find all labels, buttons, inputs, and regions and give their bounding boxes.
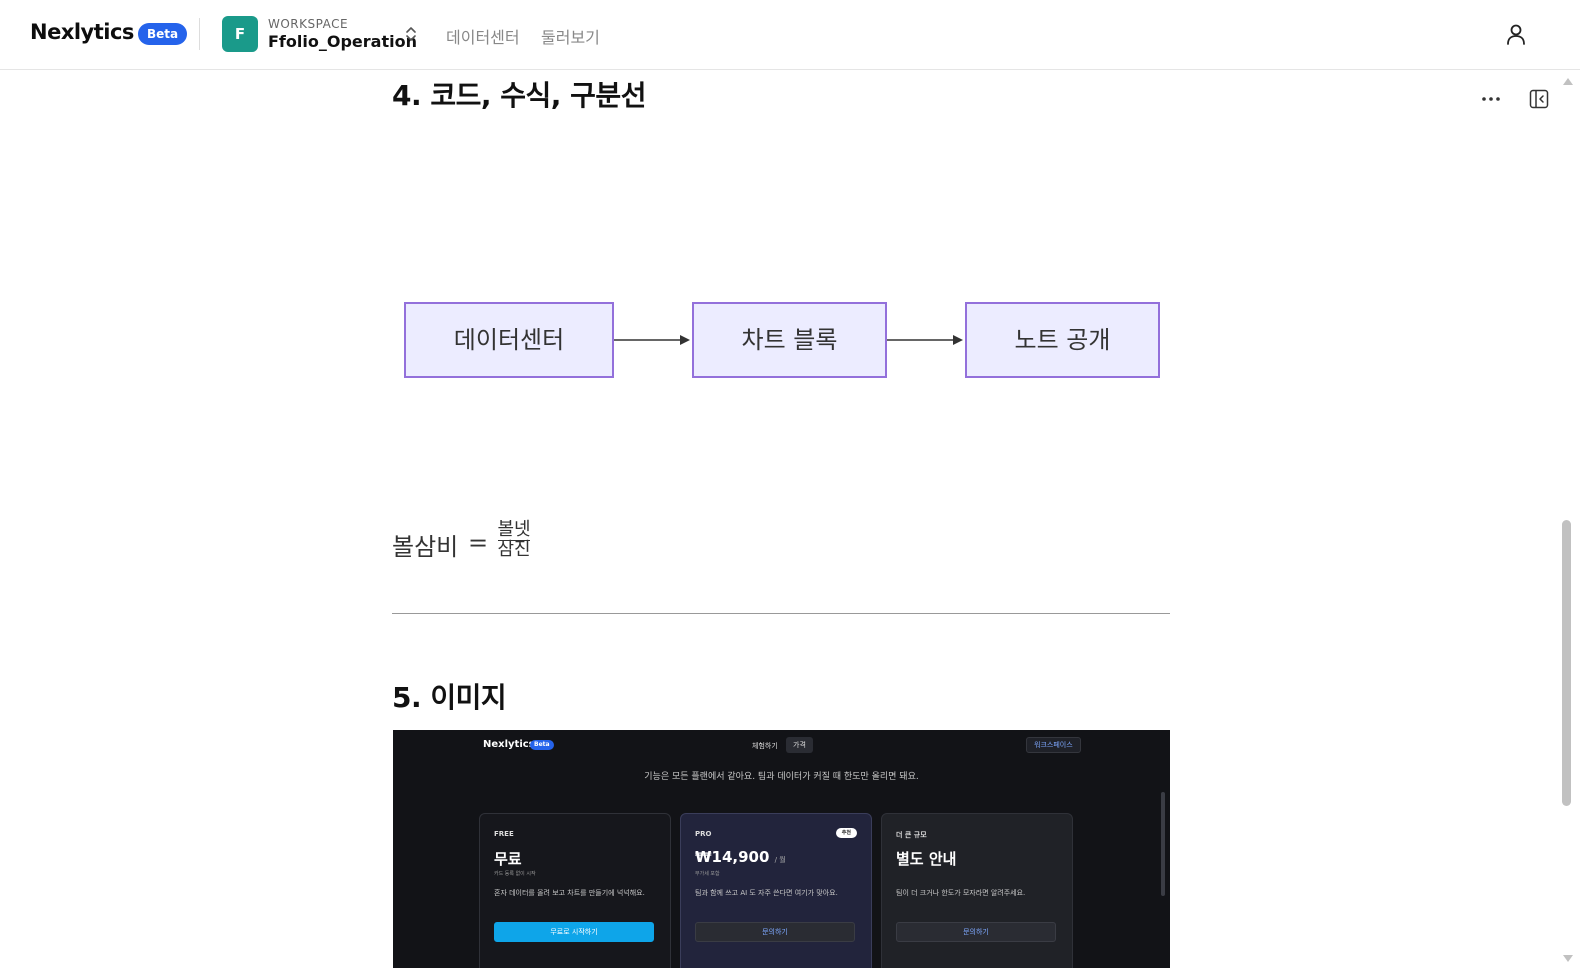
embedded-brand: Nexlytics (483, 739, 535, 750)
card-title: ₩14,900 / 월 (695, 848, 786, 866)
formula-numerator: 볼넷 (497, 519, 531, 540)
flow-arrow (887, 335, 963, 345)
embedded-scrollbar (1161, 792, 1165, 896)
workspace-switcher[interactable]: Ffolio_Operation (268, 32, 417, 51)
header-divider (199, 18, 200, 50)
card-subtitle: 부가세 포함 (695, 871, 720, 877)
card-subtitle: 카드 등록 없이 시작 (494, 871, 536, 877)
chevron-up-down-icon[interactable] (404, 24, 418, 44)
card-button: 무료로 시작하기 (494, 922, 654, 942)
document-content: 4. 코드, 수식, 구분선 데이터센터 차트 블록 노트 공개 볼삼비 = 볼… (0, 70, 1580, 968)
scroll-down-arrow-icon[interactable] (1562, 954, 1574, 964)
card-description: 팀이 더 크거나 한도가 모자라면 알려주세요. (896, 889, 1026, 897)
pricing-card-free: FREE 무료 카드 등록 없이 시작 혼자 데이터를 올려 보고 차트를 만들… (479, 813, 671, 968)
workspace-avatar[interactable]: F (222, 16, 258, 52)
embedded-nav-trial: 체험하기 (752, 742, 778, 750)
card-title: 무료 (494, 850, 522, 868)
horizontal-divider (392, 613, 1170, 614)
embedded-screenshot: Nexlytics Beta 체험하기 가격 워크스페이스 기능은 모든 플랜에… (393, 730, 1170, 968)
formula-denominator: 삼진 (497, 539, 531, 560)
card-description: 팀과 함께 쓰고 AI 도 자주 쓴다면 여기가 맞아요. (695, 889, 838, 897)
card-description: 혼자 데이터를 올려 보고 차트를 만들기에 넉넉해요. (494, 889, 645, 897)
recommended-badge: 추천 (835, 828, 857, 838)
scroll-up-arrow-icon[interactable] (1562, 76, 1574, 86)
formula-equals: = (468, 529, 489, 557)
formula-fraction: 볼넷 삼진 (496, 520, 532, 559)
embedded-tagline: 기능은 모든 플랜에서 같아요. 팀과 데이터가 커질 때 한도만 올리면 돼요… (644, 772, 919, 782)
flow-node-chart-block: 차트 블록 (692, 302, 887, 378)
collapse-panel-icon[interactable] (1529, 89, 1549, 109)
nav-datacenter[interactable]: 데이터센터 (446, 28, 520, 47)
more-options-icon[interactable] (1480, 90, 1502, 108)
formula-lhs: 볼삼비 (392, 533, 459, 561)
fraction-bar (498, 540, 530, 541)
user-icon[interactable] (1504, 22, 1528, 46)
card-label: PRO (695, 830, 712, 838)
section-heading-4: 4. 코드, 수식, 구분선 (392, 79, 646, 112)
scrollbar-thumb[interactable] (1562, 520, 1571, 806)
embedded-beta-badge: Beta (530, 740, 554, 750)
pricing-card-enterprise: 더 큰 규모 별도 안내 팀이 더 크거나 한도가 모자라면 알려주세요. 문의… (881, 813, 1073, 968)
card-price-unit: / 월 (774, 856, 786, 864)
nav-explore[interactable]: 둘러보기 (541, 28, 600, 47)
embedded-workspace-button: 워크스페이스 (1026, 737, 1081, 753)
flow-node-datacenter: 데이터센터 (404, 302, 614, 378)
workspace-label: WORKSPACE (268, 17, 349, 31)
card-button: 문의하기 (695, 922, 855, 942)
flow-node-publish-note: 노트 공개 (965, 302, 1160, 378)
pricing-card-pro: PRO 추천 ₩14,900 / 월 부가세 포함 팀과 함께 쓰고 AI 도 … (680, 813, 872, 968)
card-button: 문의하기 (896, 922, 1056, 942)
embedded-nav-pricing: 가격 (786, 737, 813, 753)
card-title: 별도 안내 (896, 850, 957, 868)
card-label: FREE (494, 830, 514, 838)
section-heading-5: 5. 이미지 (392, 681, 507, 714)
flow-arrow (614, 335, 690, 345)
card-label: 더 큰 규모 (896, 831, 927, 839)
top-bar: Nexlytics Beta F WORKSPACE Ffolio_Operat… (0, 0, 1580, 70)
beta-badge: Beta (138, 23, 188, 45)
brand-logo[interactable]: Nexlytics (30, 20, 134, 44)
